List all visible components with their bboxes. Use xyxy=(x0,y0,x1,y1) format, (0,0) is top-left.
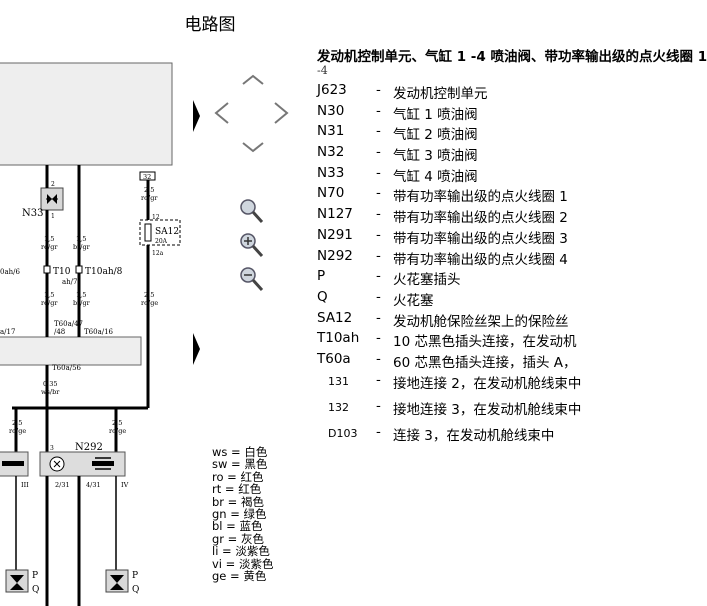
svg-text:1,5: 1,5 xyxy=(76,291,86,299)
legend-row: N30-气缸 1 喷油阀 xyxy=(317,102,478,123)
color-code-item: vi = 淡紫色 xyxy=(212,556,274,571)
color-code-item: rt = 红色 xyxy=(212,482,262,497)
svg-text:T60a/47: T60a/47 xyxy=(54,320,83,328)
svg-text:2,5: 2,5 xyxy=(12,419,22,427)
svg-text:a/17: a/17 xyxy=(0,328,15,336)
color-code-item: li = 淡紫色 xyxy=(212,544,270,559)
svg-text:IV: IV xyxy=(121,481,129,489)
svg-text:N292: N292 xyxy=(75,442,103,453)
svg-text:0ah/6: 0ah/6 xyxy=(0,268,20,276)
zoom-out-icon[interactable] xyxy=(240,267,264,292)
color-code-item: gn = 绿色 xyxy=(212,507,267,522)
svg-text:ro/ge: ro/ge xyxy=(109,427,126,435)
legend-row: 132-接地连接 3，在发动机舱线束中 xyxy=(328,397,582,418)
legend-row: N31-气缸 2 喷油阀 xyxy=(317,123,478,144)
legend-row: T60a-60 芯黑色插头连接，插头 A， xyxy=(317,350,577,371)
svg-text:ws/br: ws/br xyxy=(41,388,60,396)
color-code-item: sw = 黑色 xyxy=(212,457,268,472)
legend-header-cont: -4 xyxy=(317,64,328,77)
svg-text:ah/7: ah/7 xyxy=(62,278,78,286)
svg-text:4/31: 4/31 xyxy=(86,481,101,489)
svg-text:ro/ge: ro/ge xyxy=(141,299,158,307)
navigation-controls xyxy=(193,72,291,365)
svg-text:3: 3 xyxy=(50,445,54,452)
svg-text:32: 32 xyxy=(143,173,151,181)
pan-down-icon[interactable] xyxy=(241,141,265,155)
legend-row: N291-带有功率输出级的点火线圈 3 xyxy=(317,226,568,247)
svg-text:2,5: 2,5 xyxy=(144,291,154,299)
color-code-item: br = 褐色 xyxy=(212,494,264,509)
legend-header: 发动机控制单元、气缸 1 -4 喷油阀、带功率输出级的点火线圈 1 xyxy=(317,49,707,65)
legend-row: J623-发动机控制单元 xyxy=(317,82,488,102)
svg-text:ro/gr: ro/gr xyxy=(41,299,58,307)
svg-text:P: P xyxy=(132,571,138,581)
legend-row: T10ah-10 芯黑色插头连接，在发动机 xyxy=(317,330,577,351)
zoom-fit-icon[interactable] xyxy=(240,199,264,224)
svg-text:20A: 20A xyxy=(155,238,168,245)
legend-row: N70-带有功率输出级的点火线圈 1 xyxy=(317,185,568,206)
legend-row: N33-气缸 4 喷油阀 xyxy=(317,164,478,185)
svg-text:2,5: 2,5 xyxy=(112,419,122,427)
expand-arrow-icon[interactable] xyxy=(193,333,200,365)
svg-text:2: 2 xyxy=(51,181,55,188)
color-code-item: gr = 灰色 xyxy=(212,531,264,546)
zoom-in-icon[interactable] xyxy=(240,233,264,258)
legend-row: Q-火花塞 xyxy=(317,288,434,309)
svg-text:1,5: 1,5 xyxy=(44,291,54,299)
svg-text:T60a/16: T60a/16 xyxy=(84,328,114,336)
control-unit-box xyxy=(0,62,173,166)
svg-text:T10: T10 xyxy=(53,267,71,277)
legend-row: D103-连接 3，在发动机舱线束中 xyxy=(328,423,555,444)
svg-text:br/gr: br/gr xyxy=(73,299,91,307)
legend-row: N292-带有功率输出级的点火线圈 4 xyxy=(317,247,568,268)
svg-text:Q: Q xyxy=(32,585,39,595)
svg-text:2/31: 2/31 xyxy=(55,481,70,489)
pan-left-icon[interactable] xyxy=(212,101,230,125)
svg-text:12a: 12a xyxy=(152,250,164,257)
legend-row: 131-接地连接 2，在发动机舱线束中 xyxy=(328,371,582,392)
legend-row: N32-气缸 3 喷油阀 xyxy=(317,144,478,165)
collapse-left-arrow-icon[interactable] xyxy=(193,100,200,132)
svg-text:1,5: 1,5 xyxy=(76,235,86,243)
svg-text:P: P xyxy=(32,571,38,581)
n33-label: N33 xyxy=(22,208,43,219)
color-code-item: ge = 黄色 xyxy=(212,569,267,584)
svg-text:ro/gr: ro/gr xyxy=(141,194,158,202)
svg-text:12: 12 xyxy=(152,214,160,221)
legend-row: P-火花塞插头 xyxy=(317,268,461,289)
svg-text:Q: Q xyxy=(132,585,139,595)
connector-bar xyxy=(0,336,142,366)
svg-text:ro/ge: ro/ge xyxy=(9,427,26,435)
svg-text:T10ah/8: T10ah/8 xyxy=(85,267,123,277)
circuit-diagram: N33 2 1 T10 ah/7 T10ah/8 0ah/6 1,5 ro/gr… xyxy=(0,62,181,606)
svg-text:ro/gr: ro/gr xyxy=(41,243,58,251)
svg-text:T60a/56: T60a/56 xyxy=(52,364,82,372)
pan-right-icon[interactable] xyxy=(273,101,291,125)
svg-text:/48: /48 xyxy=(54,328,65,336)
color-code-item: ws = 白色 xyxy=(212,445,268,459)
svg-text:1,5: 1,5 xyxy=(44,235,54,243)
color-code-item: ro = 红色 xyxy=(212,469,264,484)
color-code-item: bl = 蓝色 xyxy=(212,519,263,534)
svg-text:SA12: SA12 xyxy=(155,227,179,237)
svg-text:1: 1 xyxy=(51,213,55,220)
pan-up-icon[interactable] xyxy=(241,72,265,86)
page-title: 电路图 xyxy=(184,15,236,35)
svg-text:III: III xyxy=(21,481,29,489)
legend-row: N127-带有功率输出级的点火线圈 2 xyxy=(317,206,568,227)
legend-row: SA12-发动机舱保险丝架上的保险丝 xyxy=(317,309,569,330)
svg-text:br/gr: br/gr xyxy=(73,243,91,251)
legend-list: J623-发动机控制单元 N30-气缸 1 喷油阀 N31-气缸 2 喷油阀 N… xyxy=(317,82,601,444)
wire-color-legend: ws = 白色 sw = 黑色 ro = 红色 rt = 红色 br = 褐色 … xyxy=(212,445,274,584)
svg-text:0,35: 0,35 xyxy=(43,380,57,388)
